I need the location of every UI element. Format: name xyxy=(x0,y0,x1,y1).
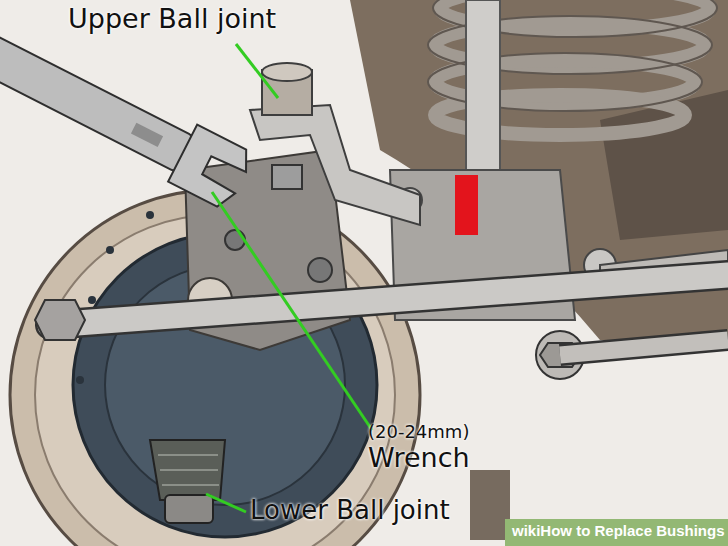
bushing-highlight xyxy=(455,175,478,235)
part-label: Wrench xyxy=(368,443,470,473)
part-label: Lower Ball joint xyxy=(250,496,450,525)
tie-rod xyxy=(35,275,728,379)
upper-ball-joint-top xyxy=(262,63,312,81)
leader-lines xyxy=(206,44,372,512)
dimension-label: (20-24mm) xyxy=(368,422,469,442)
frame-shadow xyxy=(600,90,728,240)
lower-ball-joint xyxy=(150,440,225,523)
upper-control-arm xyxy=(250,105,420,225)
bolt xyxy=(225,230,245,250)
wrench xyxy=(0,13,255,211)
bolt xyxy=(308,258,332,282)
mount-bracket xyxy=(470,470,510,540)
watermark-bar xyxy=(505,519,728,546)
part-label: Upper Ball joint xyxy=(68,4,276,34)
nut xyxy=(272,165,302,189)
watermark: wikiHow to Replace Bushings xyxy=(512,523,725,540)
